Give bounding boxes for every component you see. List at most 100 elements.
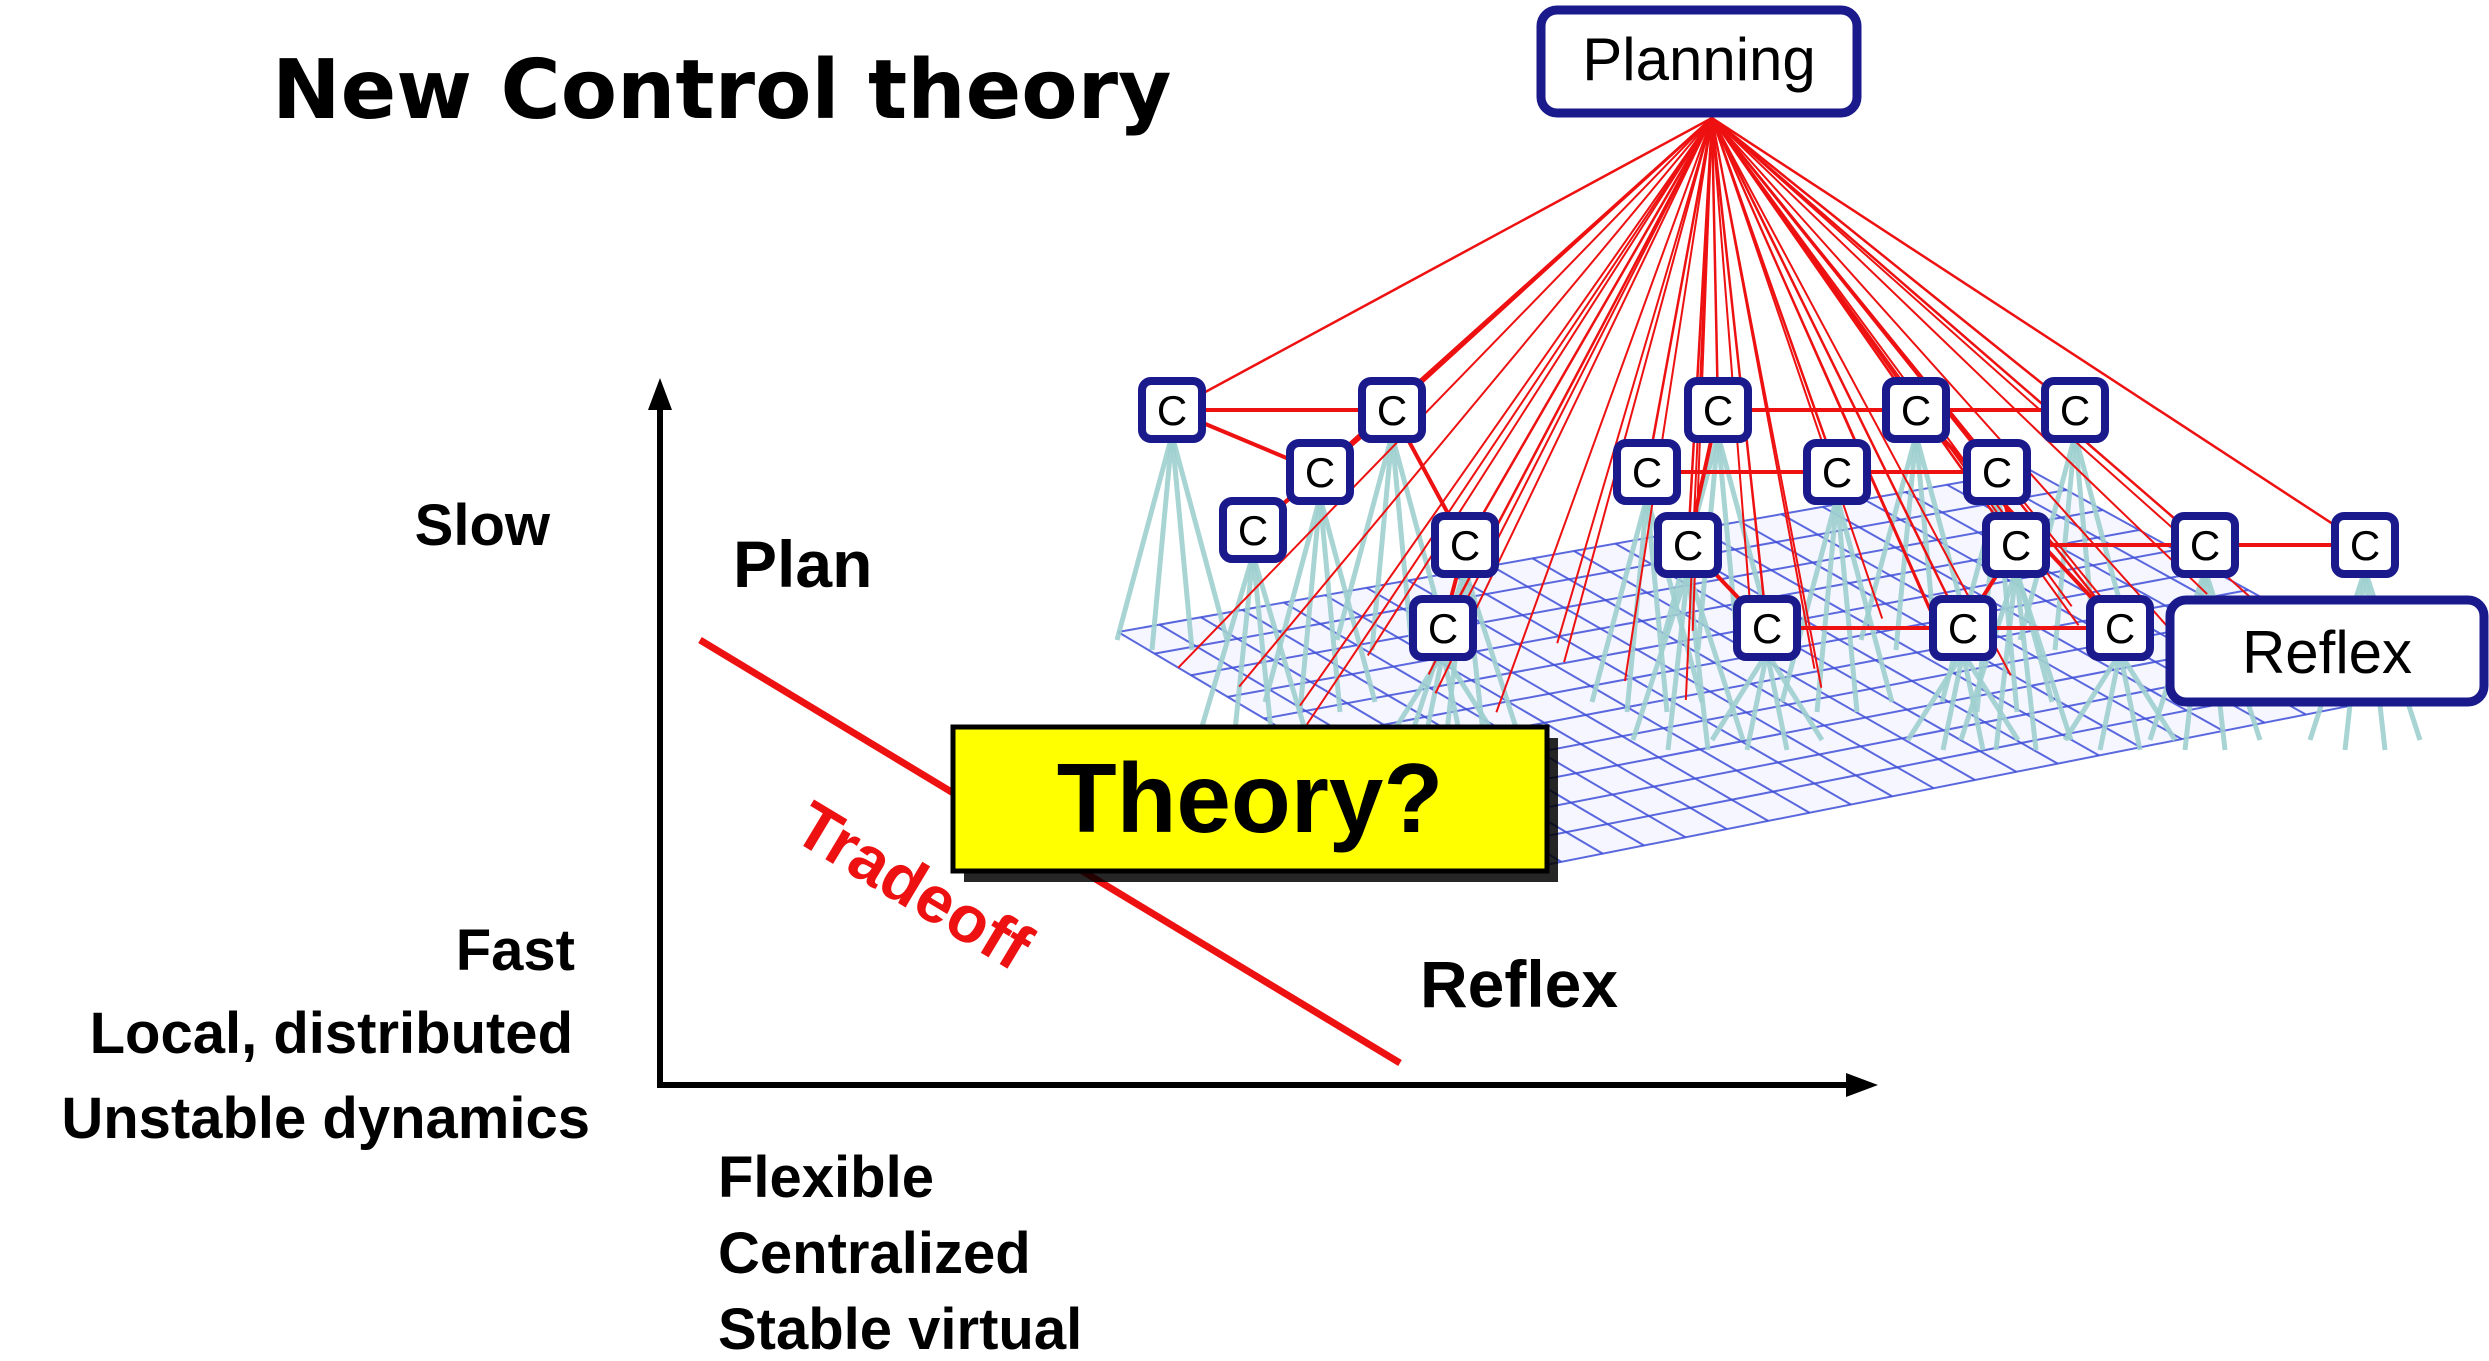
planning-link-line [1710, 117, 1769, 629]
controller-node-box [1358, 377, 1426, 443]
controller-node-label: C [1450, 522, 1480, 569]
pillar-line [1169, 434, 1230, 641]
controller-node-label: C [1305, 449, 1335, 496]
theory-box-fill [950, 724, 1550, 874]
controller-node: C [2086, 595, 2154, 661]
reflex-node-label: Reflex [2242, 619, 2412, 686]
pillar-line [1195, 554, 1256, 741]
controller-node-box [1138, 377, 1206, 443]
pillar-line [1589, 496, 1650, 703]
controller-node: C [1431, 512, 1499, 578]
controller-node-label: C [2060, 387, 2090, 434]
pillar-line [1685, 569, 1746, 741]
controller-node-label: C [2105, 605, 2135, 652]
controller-node-box [1733, 595, 1801, 661]
chart-axes [648, 378, 1878, 1097]
pillar-line [2062, 651, 2123, 742]
pillar-line [1389, 434, 1415, 651]
planning-link-line [1711, 117, 2208, 595]
pillar-line [2013, 569, 2074, 741]
controller-node-box [1963, 439, 2031, 505]
grid-line [1656, 535, 2059, 765]
controller-node-label: C [1703, 387, 1733, 434]
theory-box: Theory? [950, 724, 1558, 882]
controller-node-box [1613, 439, 1681, 505]
grid-line [1532, 557, 1935, 790]
controller-node-box [1684, 377, 1752, 443]
pillar-line [1230, 554, 1256, 751]
pillar-line [2117, 652, 2143, 751]
grid-line [1490, 564, 1893, 798]
controller-node-label: C [1377, 387, 1407, 434]
y-axis-label-unstable: Unstable dynamics [61, 1086, 590, 1151]
controller-node-label: C [2001, 522, 2031, 569]
pillar-line [2052, 434, 2078, 651]
planning-link-line [1711, 116, 2366, 547]
pillar-line [1764, 652, 1790, 751]
planning-link-line [1306, 117, 1713, 726]
planning-link-line [1563, 117, 1713, 663]
controller-node-label: C [2350, 522, 2380, 569]
planning-link-line [1711, 117, 2076, 411]
pillar-line [1905, 651, 1966, 742]
pillar-line [1744, 652, 1770, 751]
grid-line [1263, 549, 2176, 720]
pillar-line [1834, 496, 1895, 703]
controller-node-box [1431, 512, 1499, 578]
controller-node: C [1733, 595, 1801, 661]
controller-node: C [1286, 439, 1354, 505]
x-axis-label-flexible: Flexible [718, 1145, 934, 1210]
pillar-line [1814, 496, 1840, 713]
controller-node-label: C [1157, 387, 1187, 434]
x-axis-arrow-icon [1846, 1073, 1878, 1097]
planning-link-line [1366, 117, 1713, 656]
planning-link-line [1711, 117, 2012, 676]
pillar-line [1462, 569, 1523, 741]
controller-node-label: C [1428, 605, 1458, 652]
controller-node: C [2171, 512, 2239, 578]
controller-node-box [1286, 439, 1354, 505]
pillar-line [1169, 434, 1195, 651]
controller-node-box [1882, 377, 1950, 443]
y-axis-label-slow: Slow [415, 493, 551, 558]
pillar-line [1960, 651, 2021, 742]
pillar-line [1940, 652, 1966, 751]
controller-node-box [2086, 595, 2154, 661]
page-title: New Control theory [272, 43, 1171, 138]
controller-node: C [1138, 377, 1206, 443]
pillar-line [1114, 434, 1175, 641]
grid-line [1324, 594, 1728, 830]
controller-node-box [1929, 595, 1997, 661]
y-axis-label-local: Local, distributed [90, 1001, 573, 1066]
pillar-line [1993, 569, 2019, 751]
controller-node: C [1963, 439, 2031, 505]
controller-node: C [1684, 377, 1752, 443]
pillar-line [1630, 569, 1691, 741]
pillar-line [1764, 651, 1825, 742]
controller-node-box [2171, 512, 2239, 578]
pillar-line [1834, 496, 1860, 713]
controller-node-box [1409, 595, 1477, 661]
pillar-line [1149, 434, 1175, 651]
controller-node-box [1219, 497, 1287, 563]
planning-label: Planning [1582, 26, 1816, 93]
planning-link-lines [1171, 116, 2366, 726]
planning-link-line [1710, 117, 1965, 629]
pillar-line [2013, 569, 2039, 751]
reflex-node: Reflex [2165, 595, 2489, 707]
pillar-line [1317, 496, 1378, 703]
controller-node: C [1219, 497, 1287, 563]
controller-node: C [2041, 377, 2109, 443]
controller-node: C [1882, 377, 1950, 443]
planning-link-line [1711, 117, 1951, 657]
controller-node: C [1613, 439, 1681, 505]
controller-node: C [1409, 595, 1477, 661]
planning-link-line [1427, 117, 1713, 675]
controller-node-label: C [1982, 449, 2012, 496]
planning-link-line [1299, 117, 1713, 707]
pillar-line [1369, 434, 1395, 651]
controller-node: C [1803, 439, 1871, 505]
pillar-line [1960, 652, 1986, 751]
planning-link-line [1710, 117, 1720, 411]
